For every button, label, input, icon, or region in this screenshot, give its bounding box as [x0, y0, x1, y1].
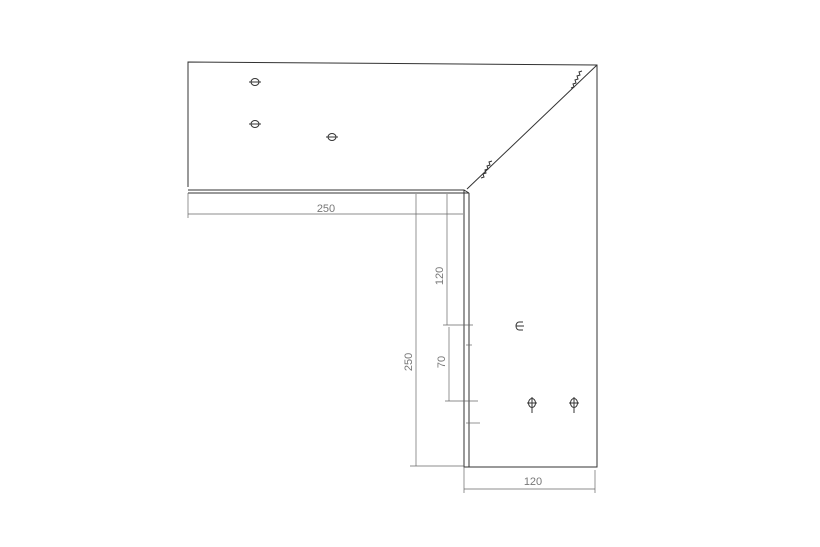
dim-label-horizontal-bottom: 120 [524, 476, 542, 488]
dimension-lines [187, 193, 596, 493]
bracket-outline [187, 61, 598, 468]
dim-label-vertical-upper: 120 [434, 267, 446, 285]
holes [249, 78, 579, 413]
weld-marks [480, 70, 583, 179]
dim-label-horizontal-top: 250 [317, 203, 335, 215]
slot-hole [515, 321, 524, 331]
dim-label-vertical-total: 250 [403, 353, 415, 371]
dim-label-vertical-lower: 70 [436, 356, 448, 368]
diagonal-seam [466, 64, 598, 190]
